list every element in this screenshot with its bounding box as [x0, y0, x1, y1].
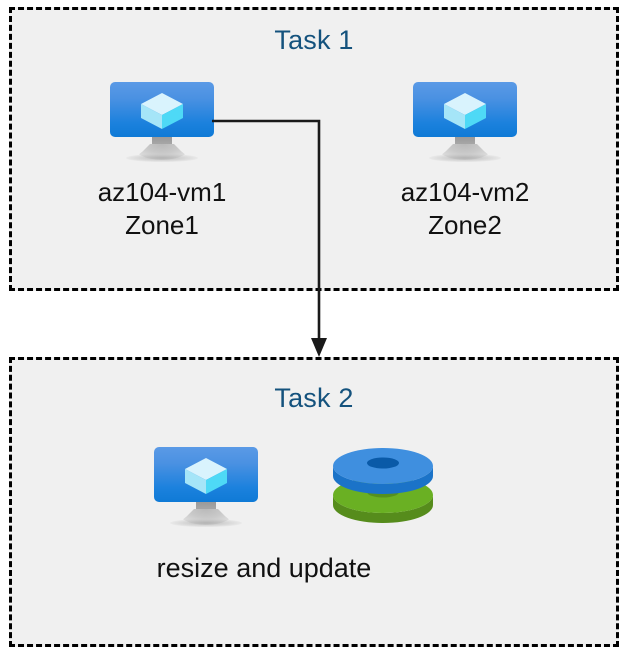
monitor-screen — [154, 447, 258, 502]
cube-glyph — [185, 458, 227, 494]
virtual-machine-icon — [413, 82, 517, 162]
monitor-screen — [413, 82, 517, 137]
managed-disks-icon — [333, 448, 433, 523]
task-2-caption: resize and update — [156, 553, 372, 583]
task-2-title: Task 2 — [274, 383, 354, 413]
blue-disk — [333, 448, 433, 494]
down-arrow-icon — [311, 338, 327, 357]
vm1-label: az104-vm1 Zone1 — [97, 177, 227, 240]
task-1-title: Task 1 — [274, 25, 354, 55]
cube-glyph — [444, 93, 486, 129]
monitor-base-shadow — [170, 519, 242, 527]
vm2-label: az104-vm2 Zone2 — [400, 177, 530, 240]
virtual-machine-icon — [110, 82, 214, 162]
task-2-container — [9, 357, 619, 647]
monitor-screen — [110, 82, 214, 137]
cube-glyph — [141, 93, 183, 129]
monitor-base-shadow — [429, 154, 501, 162]
monitor-base-shadow — [126, 154, 198, 162]
virtual-machine-icon — [154, 447, 258, 527]
